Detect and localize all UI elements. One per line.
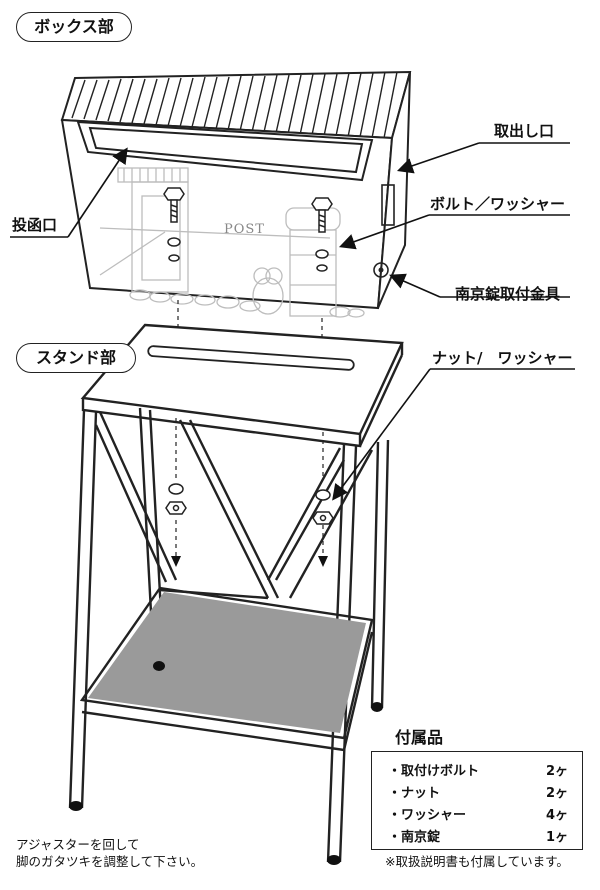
bolt-left	[163, 187, 185, 262]
accessory-row: ・南京錠 1ヶ	[382, 824, 582, 846]
adjuster-feet	[69, 661, 383, 865]
accessory-qty: 1ヶ	[546, 830, 569, 845]
box-front-decoration	[99, 167, 365, 318]
accessory-row: ・取付けボルト 2ヶ	[382, 758, 582, 780]
stand-section-label: スタンド部	[16, 343, 136, 373]
accessories-title: 付属品	[395, 728, 444, 747]
box-ribs	[71, 71, 398, 139]
mailbox-box	[60, 70, 412, 310]
nut-washer-label: ナット/ ワッシャー	[432, 349, 573, 367]
accessory-row: ・ワッシャー 4ヶ	[382, 802, 582, 824]
takeout-label: 取出し口	[494, 122, 555, 140]
nut-washer-right	[312, 489, 334, 525]
accessory-name: ・ワッシャー	[388, 808, 467, 823]
box-section-label: ボックス部	[16, 12, 132, 42]
accessory-qty: 2ヶ	[546, 764, 569, 779]
accessory-qty: 2ヶ	[546, 786, 569, 801]
adjuster-note-line2: 脚のガタツキを調整して下さい。	[16, 854, 204, 869]
manual-note: ※取扱説明書も付属しています。	[385, 854, 569, 869]
accessories-box: ・取付けボルト 2ヶ ・ナット 2ヶ ・ワッシャー 4ヶ ・南京錠 1ヶ	[371, 751, 583, 850]
accessory-name: ・南京錠	[388, 830, 441, 845]
adjuster-note-line1: アジャスターを回して	[16, 837, 140, 852]
stand	[68, 323, 404, 863]
accessory-row: ・ナット 2ヶ	[382, 780, 582, 802]
bottom-shelf	[88, 592, 366, 733]
accessory-name: ・取付けボルト	[388, 764, 480, 779]
bolt-right	[311, 197, 333, 272]
bolt-washer-label: ボルト／ワッシャー	[430, 195, 566, 213]
arrow-down-right	[318, 556, 328, 567]
arrow-down-left	[171, 556, 181, 567]
lock-bracket-label: 南京錠取付金具	[455, 285, 561, 303]
callout-lines	[10, 142, 575, 501]
nut-washer-left	[165, 483, 187, 515]
slot-label: 投函口	[12, 216, 58, 234]
post-print: POST	[224, 222, 265, 237]
accessory-name: ・ナット	[388, 786, 441, 801]
accessory-qty: 4ヶ	[546, 808, 569, 823]
